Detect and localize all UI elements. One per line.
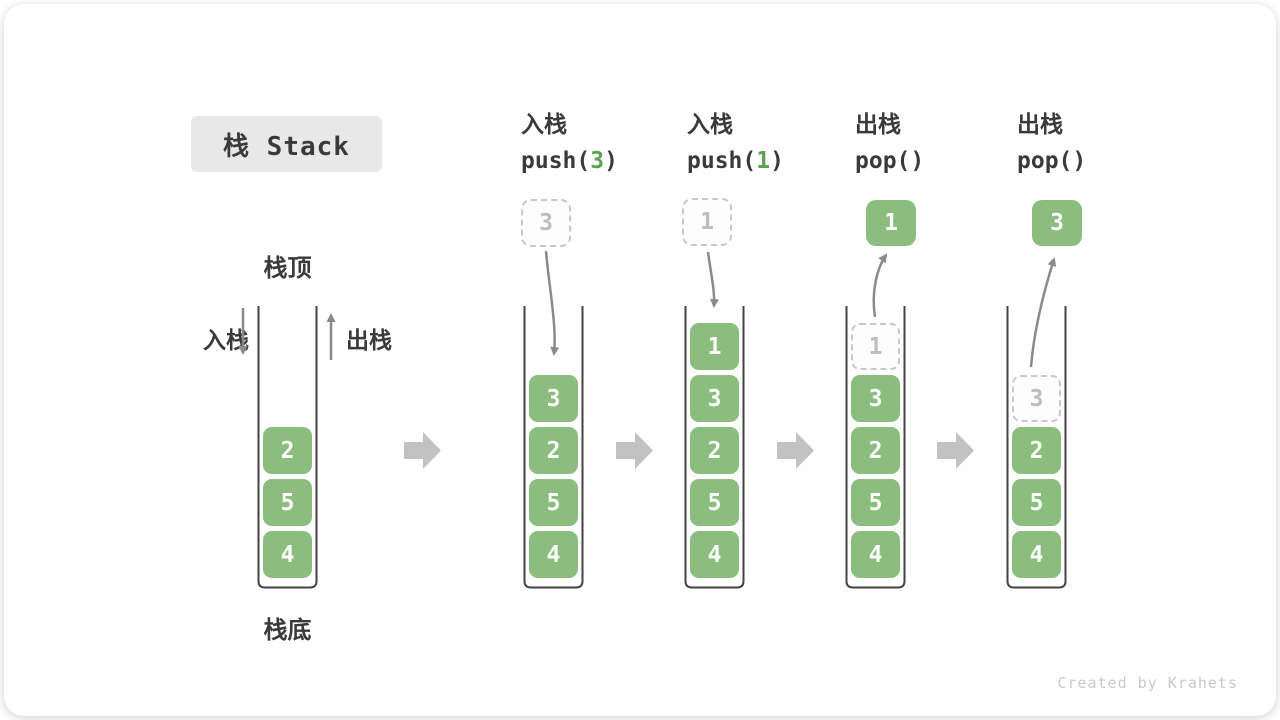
op-code-label: push(1) [687, 148, 784, 174]
stack-column-after-push-3: 3 2 5 4 [523, 306, 584, 589]
stack-element: 4 [529, 531, 578, 578]
stack-container-outline [684, 306, 745, 589]
op-label-push-1: 入栈 push(1) [687, 112, 847, 175]
stack-top-label: 栈顶 [263, 254, 312, 282]
stack-element: 3 [690, 375, 739, 422]
stack-container-outline [1006, 306, 1067, 589]
next-step-arrow-icon [937, 432, 974, 469]
stack-container-outline [523, 306, 584, 589]
op-code-label: push(3) [521, 148, 618, 174]
stack-container-outline [845, 306, 906, 589]
stack-column-after-pop-3: 3 2 5 4 [1006, 306, 1067, 589]
stack-column-after-push-1: 1 3 2 5 4 [684, 306, 745, 589]
op-chinese-label: 出栈 [1017, 112, 1063, 138]
stack-element: 2 [851, 427, 900, 474]
op-chinese-label: 出栈 [855, 112, 901, 138]
incoming-element-box: 1 [682, 198, 732, 246]
push-direction-label: 入栈 [203, 328, 249, 354]
stack-element: 5 [851, 479, 900, 526]
stack-element: 5 [263, 479, 312, 526]
op-label-push-3: 入栈 push(3) [521, 112, 681, 175]
stack-element: 4 [1012, 531, 1061, 578]
push-1-arrow-icon [706, 251, 719, 308]
next-step-arrow-icon [404, 432, 441, 469]
arrows-overlay [238, 250, 1057, 469]
stack-element: 3 [529, 375, 578, 422]
diagram-card: 栈 Stack 栈顶 栈底 入栈 出栈 入栈 push(3) 入栈 push(1… [4, 4, 1276, 716]
stack-element: 4 [263, 531, 312, 578]
popped-element-box: 1 [866, 200, 916, 246]
popped-element-box: 3 [1032, 200, 1082, 246]
stack-element: 2 [529, 427, 578, 474]
op-code-label: pop() [1017, 148, 1087, 174]
stack-column-initial: 2 5 4 [257, 306, 318, 589]
stack-element: 5 [1012, 479, 1061, 526]
stack-element: 4 [851, 531, 900, 578]
incoming-element-box: 3 [521, 199, 571, 247]
stack-bottom-label: 栈底 [263, 616, 312, 644]
stack-element-removed: 1 [851, 323, 900, 370]
op-chinese-label: 入栈 [521, 112, 567, 138]
op-label-pop-first: 出栈 pop() [855, 112, 1015, 175]
next-step-arrow-icon [777, 432, 814, 469]
next-step-arrow-icon [616, 432, 653, 469]
op-label-pop-second: 出栈 pop() [1017, 112, 1177, 175]
watermark: Created by Krahets [1057, 674, 1238, 692]
stack-element: 2 [690, 427, 739, 474]
diagram-title: 栈 Stack [191, 116, 382, 172]
op-chinese-label: 入栈 [687, 112, 733, 138]
op-code-label: pop() [855, 148, 925, 174]
stack-column-after-pop-1: 1 3 2 5 4 [845, 306, 906, 589]
stack-element: 2 [1012, 427, 1061, 474]
pop-direction-label: 出栈 [346, 328, 392, 354]
stack-element: 5 [690, 479, 739, 526]
stack-container-outline [257, 306, 318, 589]
stack-element: 5 [529, 479, 578, 526]
stack-element: 3 [851, 375, 900, 422]
stack-element-removed: 3 [1012, 375, 1061, 422]
stack-element: 4 [690, 531, 739, 578]
stack-element: 1 [690, 323, 739, 370]
stack-element: 2 [263, 427, 312, 474]
